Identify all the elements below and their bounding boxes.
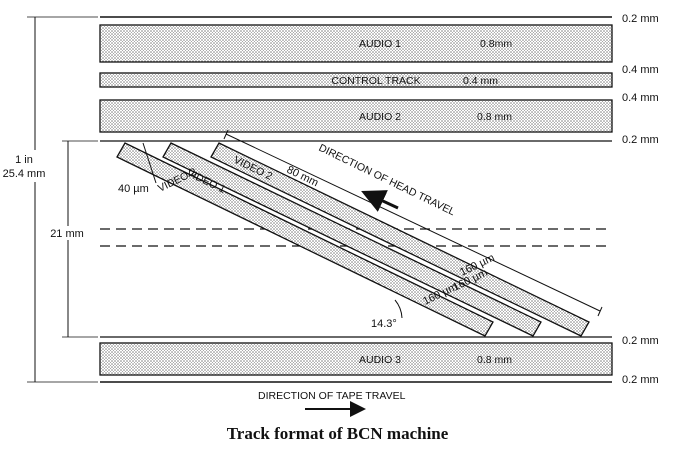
audio-1-label: AUDIO 1	[359, 38, 401, 50]
tape-width-label-bg	[5, 150, 45, 182]
audio-3-label: AUDIO 3	[359, 354, 401, 366]
guard-label-5: 0.2 mm	[622, 335, 659, 347]
audio-3-track	[99, 342, 613, 376]
video-track-1	[162, 142, 542, 337]
guard-label-2: 0.4 mm	[622, 64, 659, 76]
control-track	[99, 72, 613, 88]
audio-2-width: 0.8 mm	[477, 111, 512, 123]
audio-2-track	[99, 99, 613, 133]
video-area-label: 21 mm	[50, 228, 84, 240]
figure-caption: Track format of BCN machine	[226, 424, 449, 443]
audio-1-track	[99, 24, 613, 63]
angle-label: 14.3°	[371, 318, 397, 330]
track-length-tick-end	[597, 306, 603, 317]
pitch-leader-line	[142, 142, 157, 184]
track-pitch-label: 40 µm	[118, 183, 149, 195]
head-travel-arrow	[361, 190, 399, 212]
guard-label-4: 0.2 mm	[622, 134, 659, 146]
tape-width-label-mm: 25.4 mm	[3, 168, 46, 180]
track-length-dimension-line	[225, 133, 601, 312]
control-track-width: 0.4 mm	[463, 75, 498, 87]
video-track-2-lower	[116, 142, 494, 337]
control-track-label: CONTROL TRACK	[331, 75, 420, 87]
audio-2-label: AUDIO 2	[359, 111, 401, 123]
guard-label-bottom: 0.2 mm	[622, 374, 659, 386]
audio-1-width: 0.8mm	[480, 38, 512, 50]
track-length-tick-start	[223, 129, 229, 140]
video-track-2-upper	[210, 142, 590, 337]
guard-label-top: 0.2 mm	[622, 13, 659, 25]
guard-label-3: 0.4 mm	[622, 92, 659, 104]
audio-3-width: 0.8 mm	[477, 354, 512, 366]
tape-travel-label: DIRECTION OF TAPE TRAVEL	[258, 390, 406, 402]
tape-width-label-in: 1 in	[15, 154, 33, 166]
angle-arc	[394, 299, 403, 319]
video-area-label-bg	[48, 226, 86, 240]
